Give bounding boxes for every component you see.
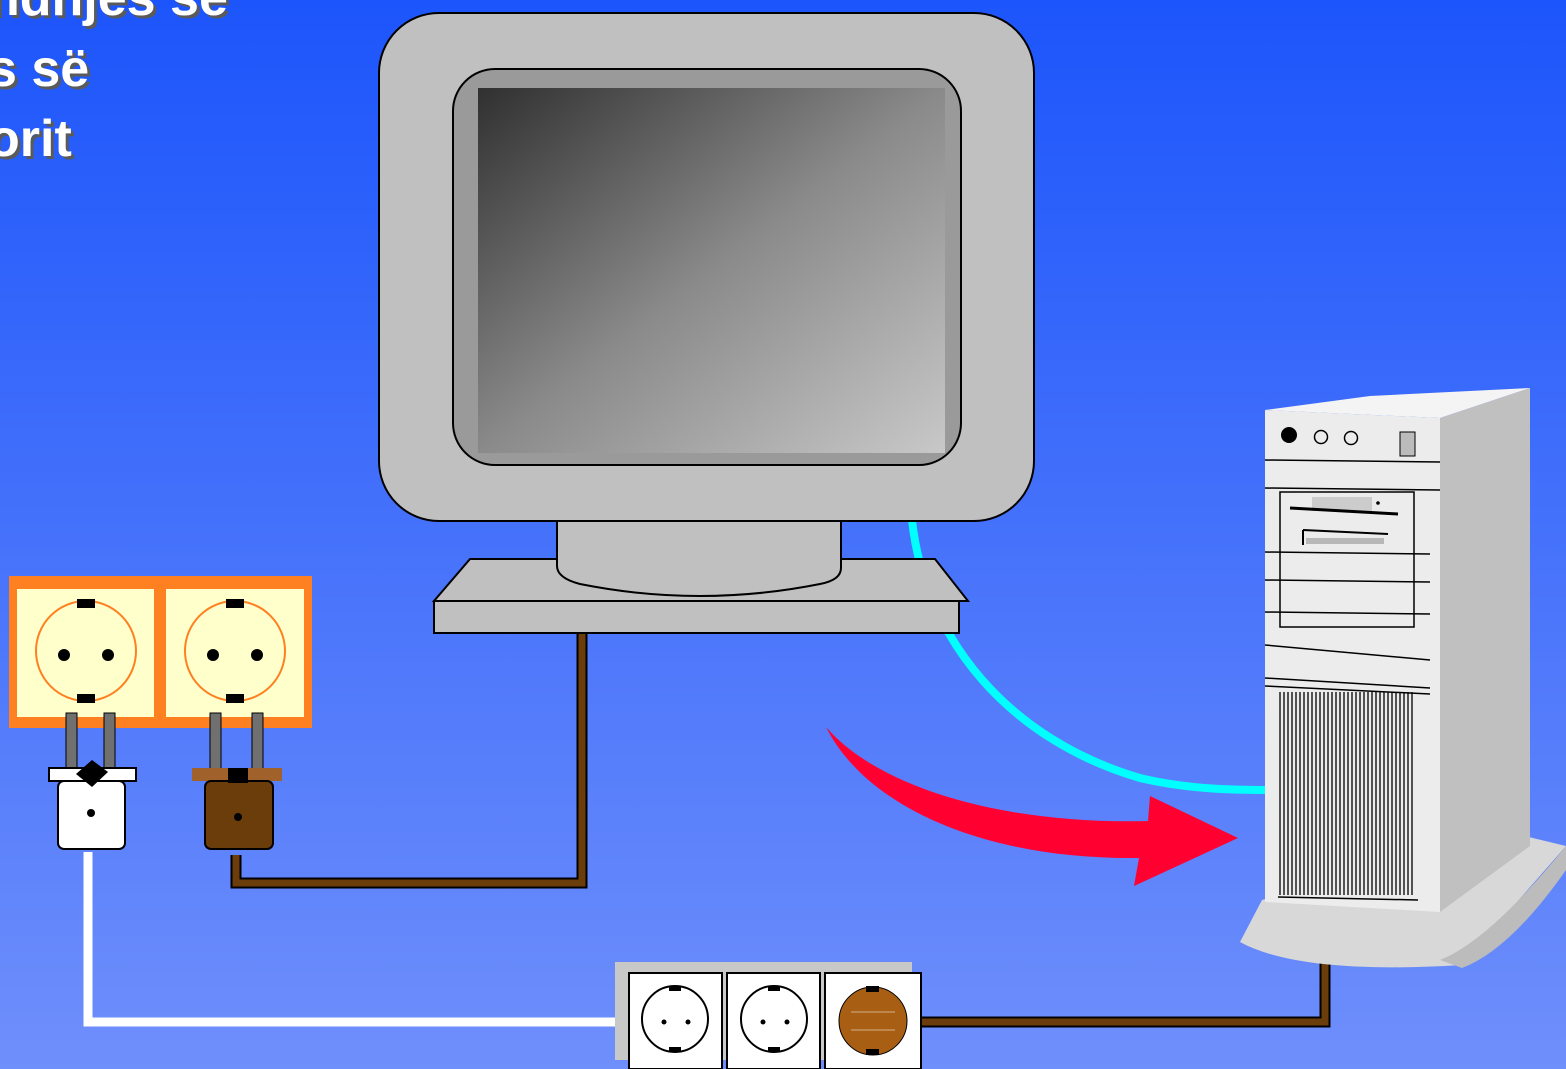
monitor bbox=[378, 12, 1035, 634]
wall-socket-double bbox=[9, 576, 312, 728]
power-button bbox=[1281, 427, 1297, 443]
tower-top bbox=[1265, 388, 1530, 418]
status-led bbox=[1313, 429, 1329, 445]
tower-switch bbox=[1399, 431, 1416, 457]
monitor-neck bbox=[556, 520, 842, 597]
cd-drive bbox=[1302, 529, 1389, 535]
vent-grille bbox=[1279, 692, 1413, 895]
mains-white-cable bbox=[83, 852, 630, 1027]
arrow bbox=[826, 727, 1238, 886]
status-led bbox=[1343, 430, 1359, 446]
slide-title-line-1: ndhjes së bbox=[0, 0, 228, 24]
plug-white bbox=[48, 712, 137, 850]
power-strip-triple bbox=[615, 962, 922, 1069]
slide-title-line-3: orit bbox=[0, 110, 72, 168]
drive-bay bbox=[1279, 491, 1415, 628]
plug-brown bbox=[192, 712, 282, 850]
tower-side bbox=[1440, 388, 1530, 912]
computer-tower bbox=[1240, 388, 1566, 968]
floppy-drive bbox=[1312, 497, 1372, 511]
monitor-screen bbox=[478, 88, 945, 453]
slide-title-line-2: s së bbox=[0, 40, 90, 98]
